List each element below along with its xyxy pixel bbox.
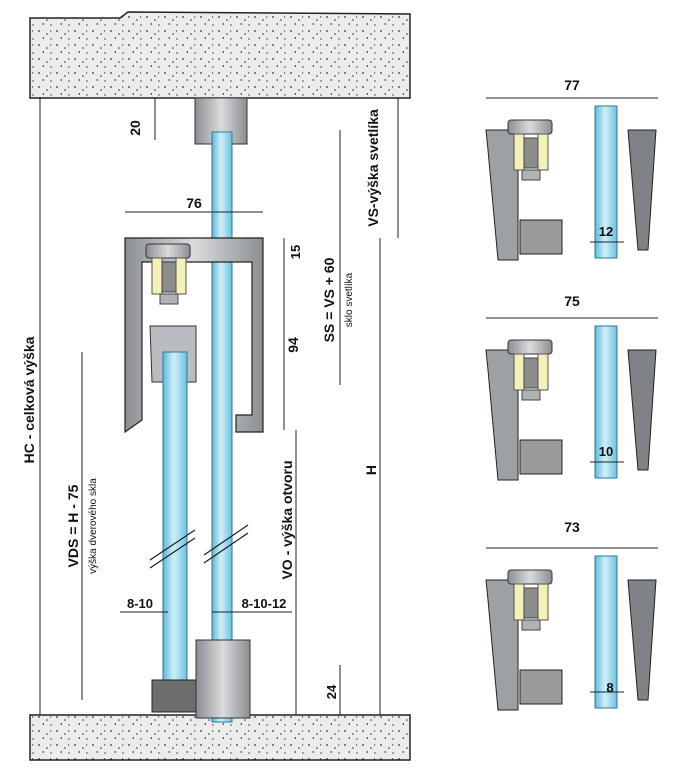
label-door-glass-sub: výška dverového skla [88, 478, 99, 574]
label-h: H [363, 465, 379, 475]
ceiling-block [29, 11, 411, 99]
roller-carriage [145, 243, 191, 305]
detail-glass-3: 8 [606, 680, 613, 695]
upper-rail-profile [124, 237, 264, 434]
break-mark [149, 524, 249, 569]
detail-width-3: 73 [564, 519, 580, 535]
dim-bottom-offset: 24 [324, 684, 339, 699]
detail-profile [485, 349, 519, 481]
fixed-glass-panel [211, 131, 233, 723]
label-door-glass-height: VDS = H - 75 [65, 484, 81, 567]
floor-guide [151, 679, 197, 713]
bottom-rail-profile [195, 639, 251, 719]
sliding-glass-panel [162, 351, 188, 703]
dim-top-offset: 20 [127, 120, 143, 136]
detail-view-73 [485, 547, 658, 711]
label-total-height: HC - celková výška [21, 336, 37, 463]
dim-rail-gap: 15 [288, 245, 303, 259]
detail-glass-2: 10 [599, 444, 613, 459]
dim-rail-width: 76 [186, 195, 202, 211]
detail-width-1: 77 [564, 77, 580, 93]
dim-glass-gap-left: 8-10 [127, 596, 153, 611]
detail-view-77 [485, 97, 658, 261]
detail-profile [485, 579, 519, 711]
label-transom-glass-sub: sklo svetlíka [344, 272, 355, 327]
detail-view-75 [485, 317, 658, 481]
label-opening-height: VO - výška otvoru [279, 460, 295, 579]
detail-glass-1: 12 [599, 224, 613, 239]
detail-width-2: 75 [564, 293, 580, 309]
dim-rail-height: 94 [285, 337, 301, 353]
label-transom-glass: SS = VS + 60 [321, 257, 337, 342]
label-transom-height: VS-výška svetlíka [365, 109, 381, 227]
detail-profile [485, 129, 519, 261]
dim-glass-gap-right: 8-10-12 [242, 596, 287, 611]
